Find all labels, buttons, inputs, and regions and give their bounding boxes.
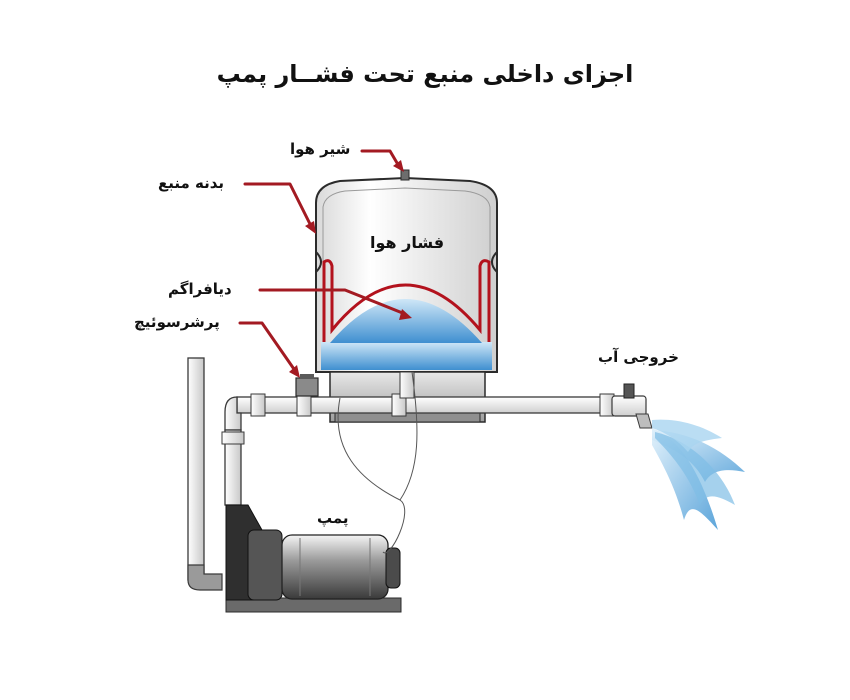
air-pressure-label: فشار هوا [370,233,445,252]
pump-motor [281,534,389,600]
suction-elbow [187,564,223,591]
faucet-handle [623,383,635,399]
air-valve-label: شیر هوا [290,140,351,158]
tank-body-arrowhead [305,221,316,234]
diaphragm-line [322,259,491,342]
faucet-spout [635,413,653,429]
air-valve-icon [400,169,410,181]
water-dome [330,299,482,343]
pressure-switch-arrow [238,321,298,374]
water-outlet-label: خروجی آب [598,348,679,366]
tank-connector [399,371,415,399]
pipe-elbow [224,396,242,431]
air-pressure-arrow [258,288,407,316]
tank-body-arrow [243,182,314,230]
electrical-wire [337,397,406,554]
pressure-switch-label: پرشرسوئیچ [134,313,220,331]
pump-label: پمپ [317,509,349,527]
tank-indent-left [315,251,322,273]
suction-pipe [187,357,205,581]
tank-indent-right [491,251,498,273]
water-spray-icon [652,419,745,530]
main-pipe [236,396,631,414]
tank-inner-wall [322,187,491,369]
air-valve-arrow [360,149,402,170]
diagram-title: اجزای داخلی منبع تحت فشــار پمپ [216,60,634,88]
water-in-tank [321,342,492,370]
air-pressure-arrowhead [399,309,412,320]
faucet-body [611,395,647,417]
pressure-switch-arrowhead [289,365,300,378]
diaphragm-label: دیافراگم [168,280,232,298]
pipe-joint [250,393,266,417]
pipe-joint [221,431,245,445]
pipe-joint [391,393,407,417]
tank-body-label: بدنه منبع [158,174,225,192]
air-valve-arrowhead [393,160,404,172]
pump-volute [247,529,283,601]
pressure-switch-icon [295,377,319,397]
pump-endcap [385,547,401,589]
pipe-joint [296,393,312,417]
